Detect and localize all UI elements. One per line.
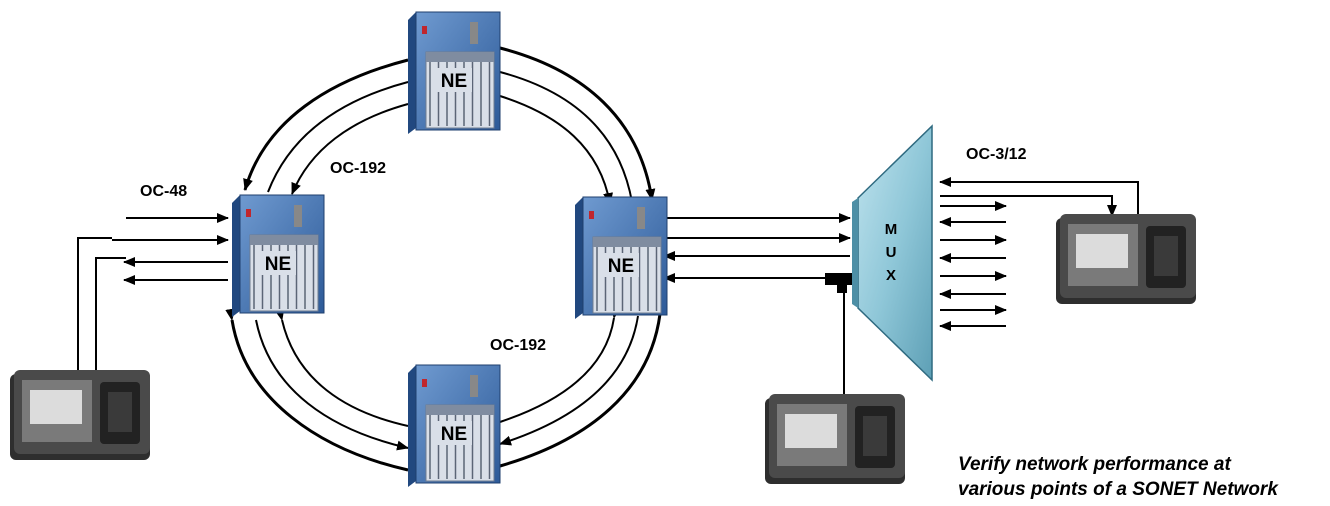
mux-letter-u: U: [886, 244, 897, 261]
tester-screen: [1076, 234, 1128, 268]
ne-handle: [470, 22, 478, 44]
label-oc48: OC-48: [140, 183, 187, 200]
network-elements: NE NE NE NE: [232, 11, 668, 487]
ne-top: NE: [408, 11, 501, 134]
ne-label-plate: [260, 251, 296, 275]
tester-screen: [785, 414, 837, 448]
ring-links: [225, 46, 667, 472]
mux-letter-x: X: [886, 267, 896, 284]
ring-link: [274, 308, 409, 427]
ne-side: [408, 12, 416, 134]
test-sets: [10, 214, 1196, 484]
mux-edge: [852, 198, 858, 308]
tap-connector: [825, 273, 857, 285]
ne-card-rail: [426, 52, 494, 62]
ne-label-plate: [436, 68, 472, 92]
label-oc192-bottom: OC-192: [490, 337, 546, 354]
ne-led: [246, 209, 251, 217]
label-oc3-12: OC-3/12: [966, 146, 1027, 163]
ne-label: NE: [608, 256, 634, 277]
label-oc192-top: OC-192: [330, 160, 386, 177]
tester-module-slot: [863, 416, 887, 456]
ne-led: [422, 379, 427, 387]
ring-link: [225, 308, 409, 472]
ne-led: [422, 26, 427, 34]
ring-link: [488, 64, 633, 203]
ring-link: [499, 306, 621, 423]
ring-link: [499, 46, 656, 201]
test-set-bottom: [765, 394, 905, 484]
ne-label-plate: [603, 253, 639, 277]
test-feed-link: [95, 257, 126, 380]
tester-module-slot: [1154, 236, 1178, 276]
ne-label-plate: [436, 421, 472, 445]
ring-link: [243, 58, 409, 191]
ne-label: NE: [441, 71, 467, 92]
ne-card-rail: [593, 237, 661, 247]
ne-side: [408, 365, 416, 487]
ne-side: [575, 197, 583, 319]
ring-link: [291, 103, 409, 195]
ne-led: [589, 211, 594, 219]
tester-screen: [30, 390, 82, 424]
ne-card-rail: [426, 405, 494, 415]
ne-handle: [470, 375, 478, 397]
access-links: [77, 177, 1139, 406]
ne-handle: [637, 207, 645, 229]
link: [939, 177, 1139, 218]
ring-link: [499, 95, 613, 205]
mux-letter-m: M: [885, 221, 898, 238]
ne-bottom: NE: [408, 364, 501, 487]
tester-module-slot: [108, 392, 132, 432]
ne-handle: [294, 205, 302, 227]
ring-link: [499, 315, 639, 446]
ring-link: [499, 302, 667, 468]
ne-side: [232, 195, 240, 317]
ne-label: NE: [265, 254, 291, 275]
ne-label: NE: [441, 424, 467, 445]
test-set-left: [10, 370, 150, 460]
link: [940, 195, 1117, 217]
mux: M U X: [852, 124, 933, 382]
ne-right: NE: [575, 196, 668, 319]
ring-link: [255, 319, 409, 451]
ring-link: [267, 74, 420, 193]
test-set-right: [1056, 214, 1196, 304]
test-feed-link: [77, 237, 112, 380]
ne-left: NE: [232, 194, 325, 317]
tap-connector-stem: [837, 283, 847, 293]
ne-card-rail: [250, 235, 318, 245]
caption-line-1: Verify network performance at: [958, 454, 1231, 475]
caption-line-2: various points of a SONET Network: [958, 479, 1279, 500]
